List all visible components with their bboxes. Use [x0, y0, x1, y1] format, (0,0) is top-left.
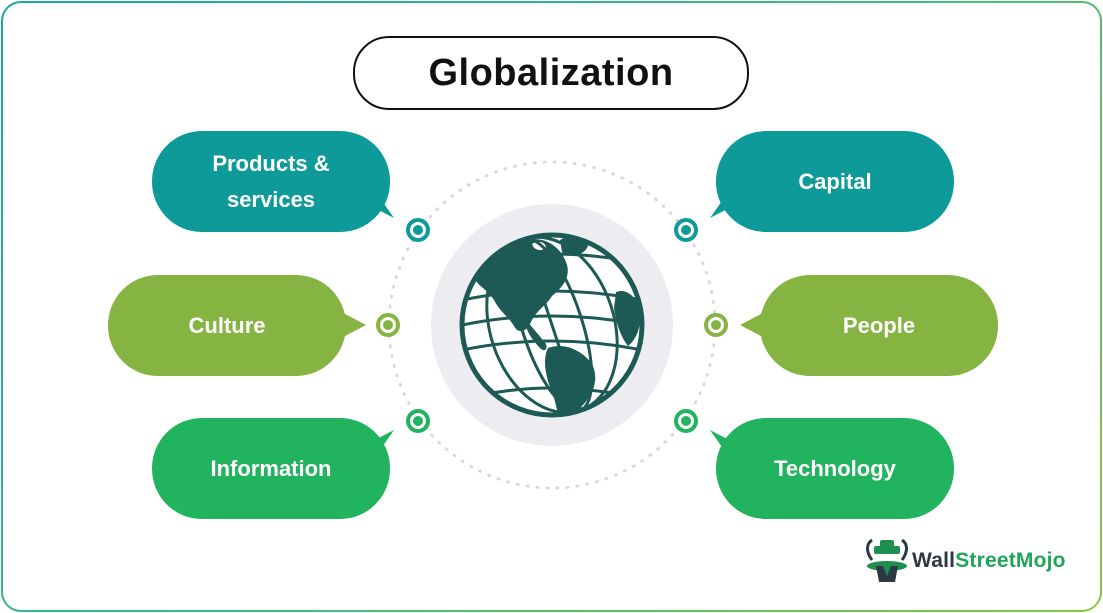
connector-dot-culture — [376, 313, 400, 337]
connector-dot-information — [406, 409, 430, 433]
brand-logo: WallStreetMojo — [912, 549, 1066, 573]
globe-icon — [459, 232, 645, 418]
bubble-culture — [108, 275, 366, 376]
bubble-technology — [710, 418, 954, 519]
bubble-people — [740, 275, 998, 376]
bubble-capital — [710, 131, 954, 232]
bubble-products-services — [152, 131, 394, 232]
bubble-information — [152, 418, 394, 519]
connector-dot-people — [704, 313, 728, 337]
connector-dot-capital — [674, 218, 698, 242]
diagram-title: Globalization — [353, 36, 749, 110]
mascot-icon — [866, 538, 908, 582]
connector-dot-technology — [674, 409, 698, 433]
brand-part1: Wall — [912, 549, 956, 572]
brand-part2: StreetMojo — [955, 549, 1066, 572]
connector-dot-products — [406, 218, 430, 242]
